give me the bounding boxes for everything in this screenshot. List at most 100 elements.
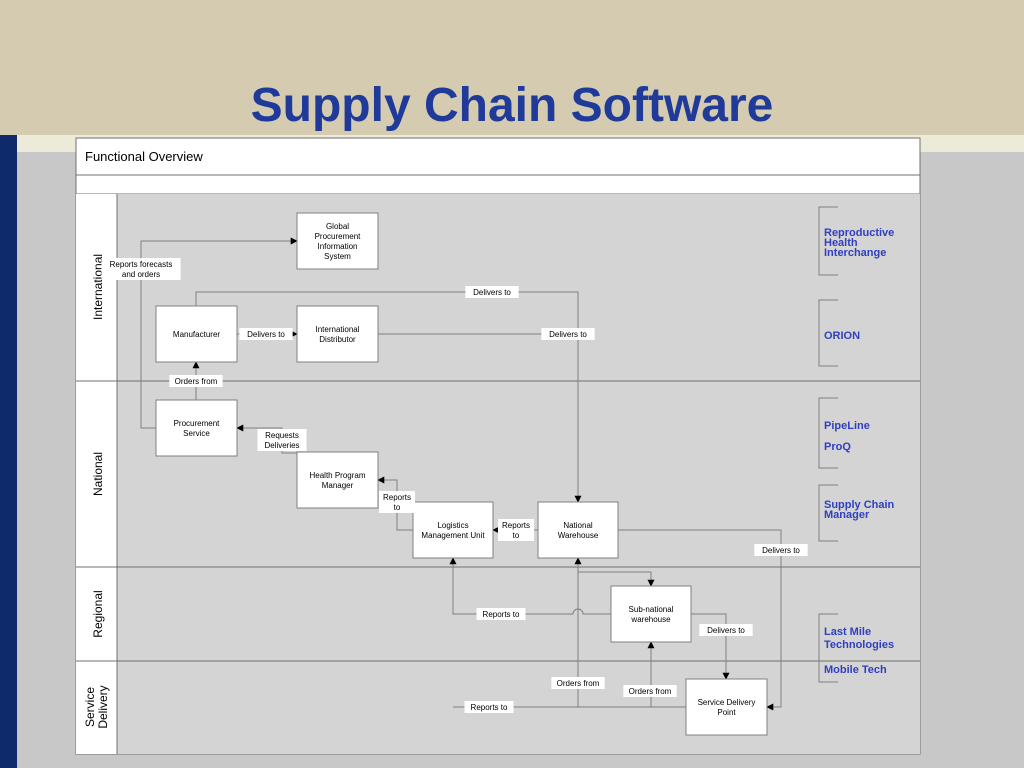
node-label: International: [315, 325, 359, 334]
bracket: [818, 397, 838, 469]
lane-label-line: Delivery: [96, 685, 110, 728]
node-box: [685, 678, 768, 736]
bracket: [818, 613, 838, 683]
edge-label-text: to: [513, 531, 520, 540]
bracket: [818, 299, 838, 367]
edge-label-text: Orders from: [557, 679, 600, 688]
edge-label-text: Delivers to: [247, 330, 285, 339]
edge-label-bg: [623, 685, 677, 697]
edge-label-text: and orders: [122, 270, 160, 279]
edge-label-bg: [257, 429, 307, 451]
diagram-header: Functional Overview: [85, 149, 203, 164]
node-label: Procurement: [315, 232, 362, 241]
software-label: Last Mile: [824, 626, 871, 638]
slide-title: Supply Chain Software: [250, 79, 774, 132]
edge-label-text: Reports to: [483, 610, 520, 619]
node-label: Manufacturer: [173, 330, 220, 339]
edge-label-text: Delivers to: [473, 288, 511, 297]
edge-label-orders-from-nw: Orders from: [551, 677, 605, 689]
edge-label-bg: [551, 677, 605, 689]
edge-label-reports-to-sdp: Reports to: [464, 701, 514, 713]
software-pipeline: PipeLine: [824, 420, 870, 432]
edge-label-bg: [239, 328, 293, 340]
edge-label-text: Requests: [265, 431, 299, 440]
software-label: ORION: [824, 330, 860, 342]
software-brackets: [818, 206, 838, 683]
node-box: [412, 501, 494, 559]
node-label: System: [324, 252, 351, 261]
node-box: [155, 305, 238, 363]
edge-label-bg: [754, 544, 808, 556]
node-label: Manager: [322, 481, 354, 490]
node-label: Service Delivery: [698, 698, 756, 707]
lane-label-regional: Regional: [91, 590, 105, 637]
node-label: warehouse: [630, 615, 671, 624]
node-label: Sub-national: [629, 605, 674, 614]
software-label: Interchange: [824, 247, 886, 259]
edge-label-delivers-to-subnat: Delivers to: [699, 624, 753, 636]
lane-label-service-delivery: Service Delivery: [83, 685, 110, 728]
node-label: Distributor: [319, 335, 356, 344]
node-label: Information: [317, 242, 357, 251]
edge-label-delivers-to-dist: Delivers to: [541, 328, 595, 340]
edge-label-delivers-to-mfr: Delivers to: [239, 328, 293, 340]
software-label: Mobile Tech: [824, 664, 887, 676]
edge-label-text: Reports to: [471, 703, 508, 712]
node-label: Warehouse: [558, 531, 599, 540]
edge-label-bg: [699, 624, 753, 636]
node-label: Health Program: [309, 471, 365, 480]
edge-label-bg: [497, 519, 535, 541]
connector-mfr-to-nw: [195, 291, 582, 503]
software-label: Reproductive: [824, 227, 894, 239]
connector-subnat-to-sdp: [691, 613, 730, 680]
connectors: [140, 237, 782, 711]
edge-label-text: Reports: [502, 521, 530, 530]
edge-label-orders-from-subnat: Orders from: [623, 685, 677, 697]
edge-label-bg: [101, 258, 181, 280]
left-accent-bar: [0, 135, 17, 768]
edge-label-bg: [169, 375, 223, 387]
edge-label-delivers-to-top: Delivers to: [465, 286, 519, 298]
software-label: Technologies: [824, 639, 894, 651]
edge-label-text: to: [394, 503, 401, 512]
software-orion: ORION: [824, 330, 860, 342]
edge-label-text: Delivers to: [762, 546, 800, 555]
edge-label-reports-to-regional: Reports to: [476, 608, 526, 620]
edge-label-text: Orders from: [175, 377, 218, 386]
node-box: [537, 501, 619, 559]
lane-body: [117, 194, 920, 754]
node-label: Global: [326, 222, 349, 231]
edge-label-text: Delivers to: [707, 626, 745, 635]
edge-label-text: Deliveries: [264, 441, 299, 450]
edge-label-bg: [541, 328, 595, 340]
connector-subnat-to-lmu: [449, 557, 611, 615]
software-label: Manager: [824, 509, 870, 521]
edge-label-bg: [378, 491, 416, 513]
connector-nw-to-sdp: [618, 529, 782, 711]
edge-label-text: Reports forecasts: [110, 260, 173, 269]
edge-label-delivers-to-sdp-right: Delivers to: [754, 544, 808, 556]
node-label: Logistics: [437, 521, 468, 530]
node-label: Management Unit: [421, 531, 485, 540]
edge-label-bg: [464, 701, 514, 713]
bracket: [818, 206, 838, 276]
software-label: PipeLine: [824, 420, 870, 432]
bracket: [818, 484, 838, 542]
lane-label-line: Service: [83, 687, 97, 727]
node-label: Service: [183, 429, 210, 438]
node-box: [296, 451, 379, 509]
